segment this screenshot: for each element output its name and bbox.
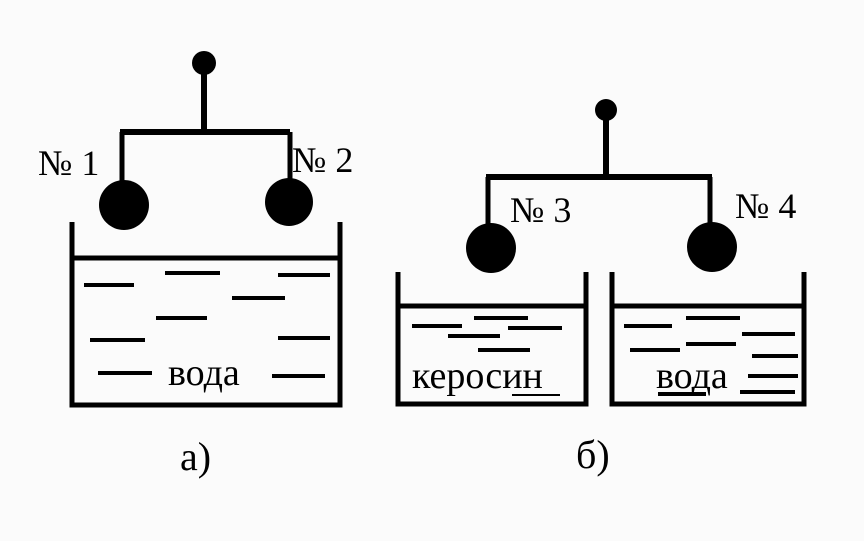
ball-1 [99, 180, 149, 230]
caption-a: а) [180, 434, 211, 479]
water-dashes-a [84, 271, 330, 378]
ball-2 [265, 178, 313, 226]
caption-b: б) [576, 432, 610, 477]
ball-1-label: № 1 [38, 143, 99, 183]
ball-3-label: № 3 [510, 190, 571, 230]
liquid-label-bg-b-left [406, 356, 578, 394]
ball-2-label: № 2 [292, 140, 353, 180]
vessel-b-right [609, 272, 807, 407]
liquid-label-bg-a [158, 350, 270, 392]
liquid-label-bg-b-right [650, 358, 746, 390]
diagram-a: № 1 № 2 вода а) [38, 51, 353, 479]
ball-4 [687, 222, 737, 272]
diagram-b: № 3 № 4 керосин вода [395, 99, 807, 477]
ball-4-label: № 4 [735, 186, 796, 226]
water-dashes-b [624, 316, 798, 396]
liquid-label-b-left: керосин [412, 355, 543, 397]
liquid-label-b-right: вода [656, 355, 728, 397]
liquid-label-a: вода [168, 352, 240, 394]
vessel-a [69, 222, 343, 408]
ball-3 [466, 223, 516, 273]
vessel-b-left [395, 272, 589, 407]
